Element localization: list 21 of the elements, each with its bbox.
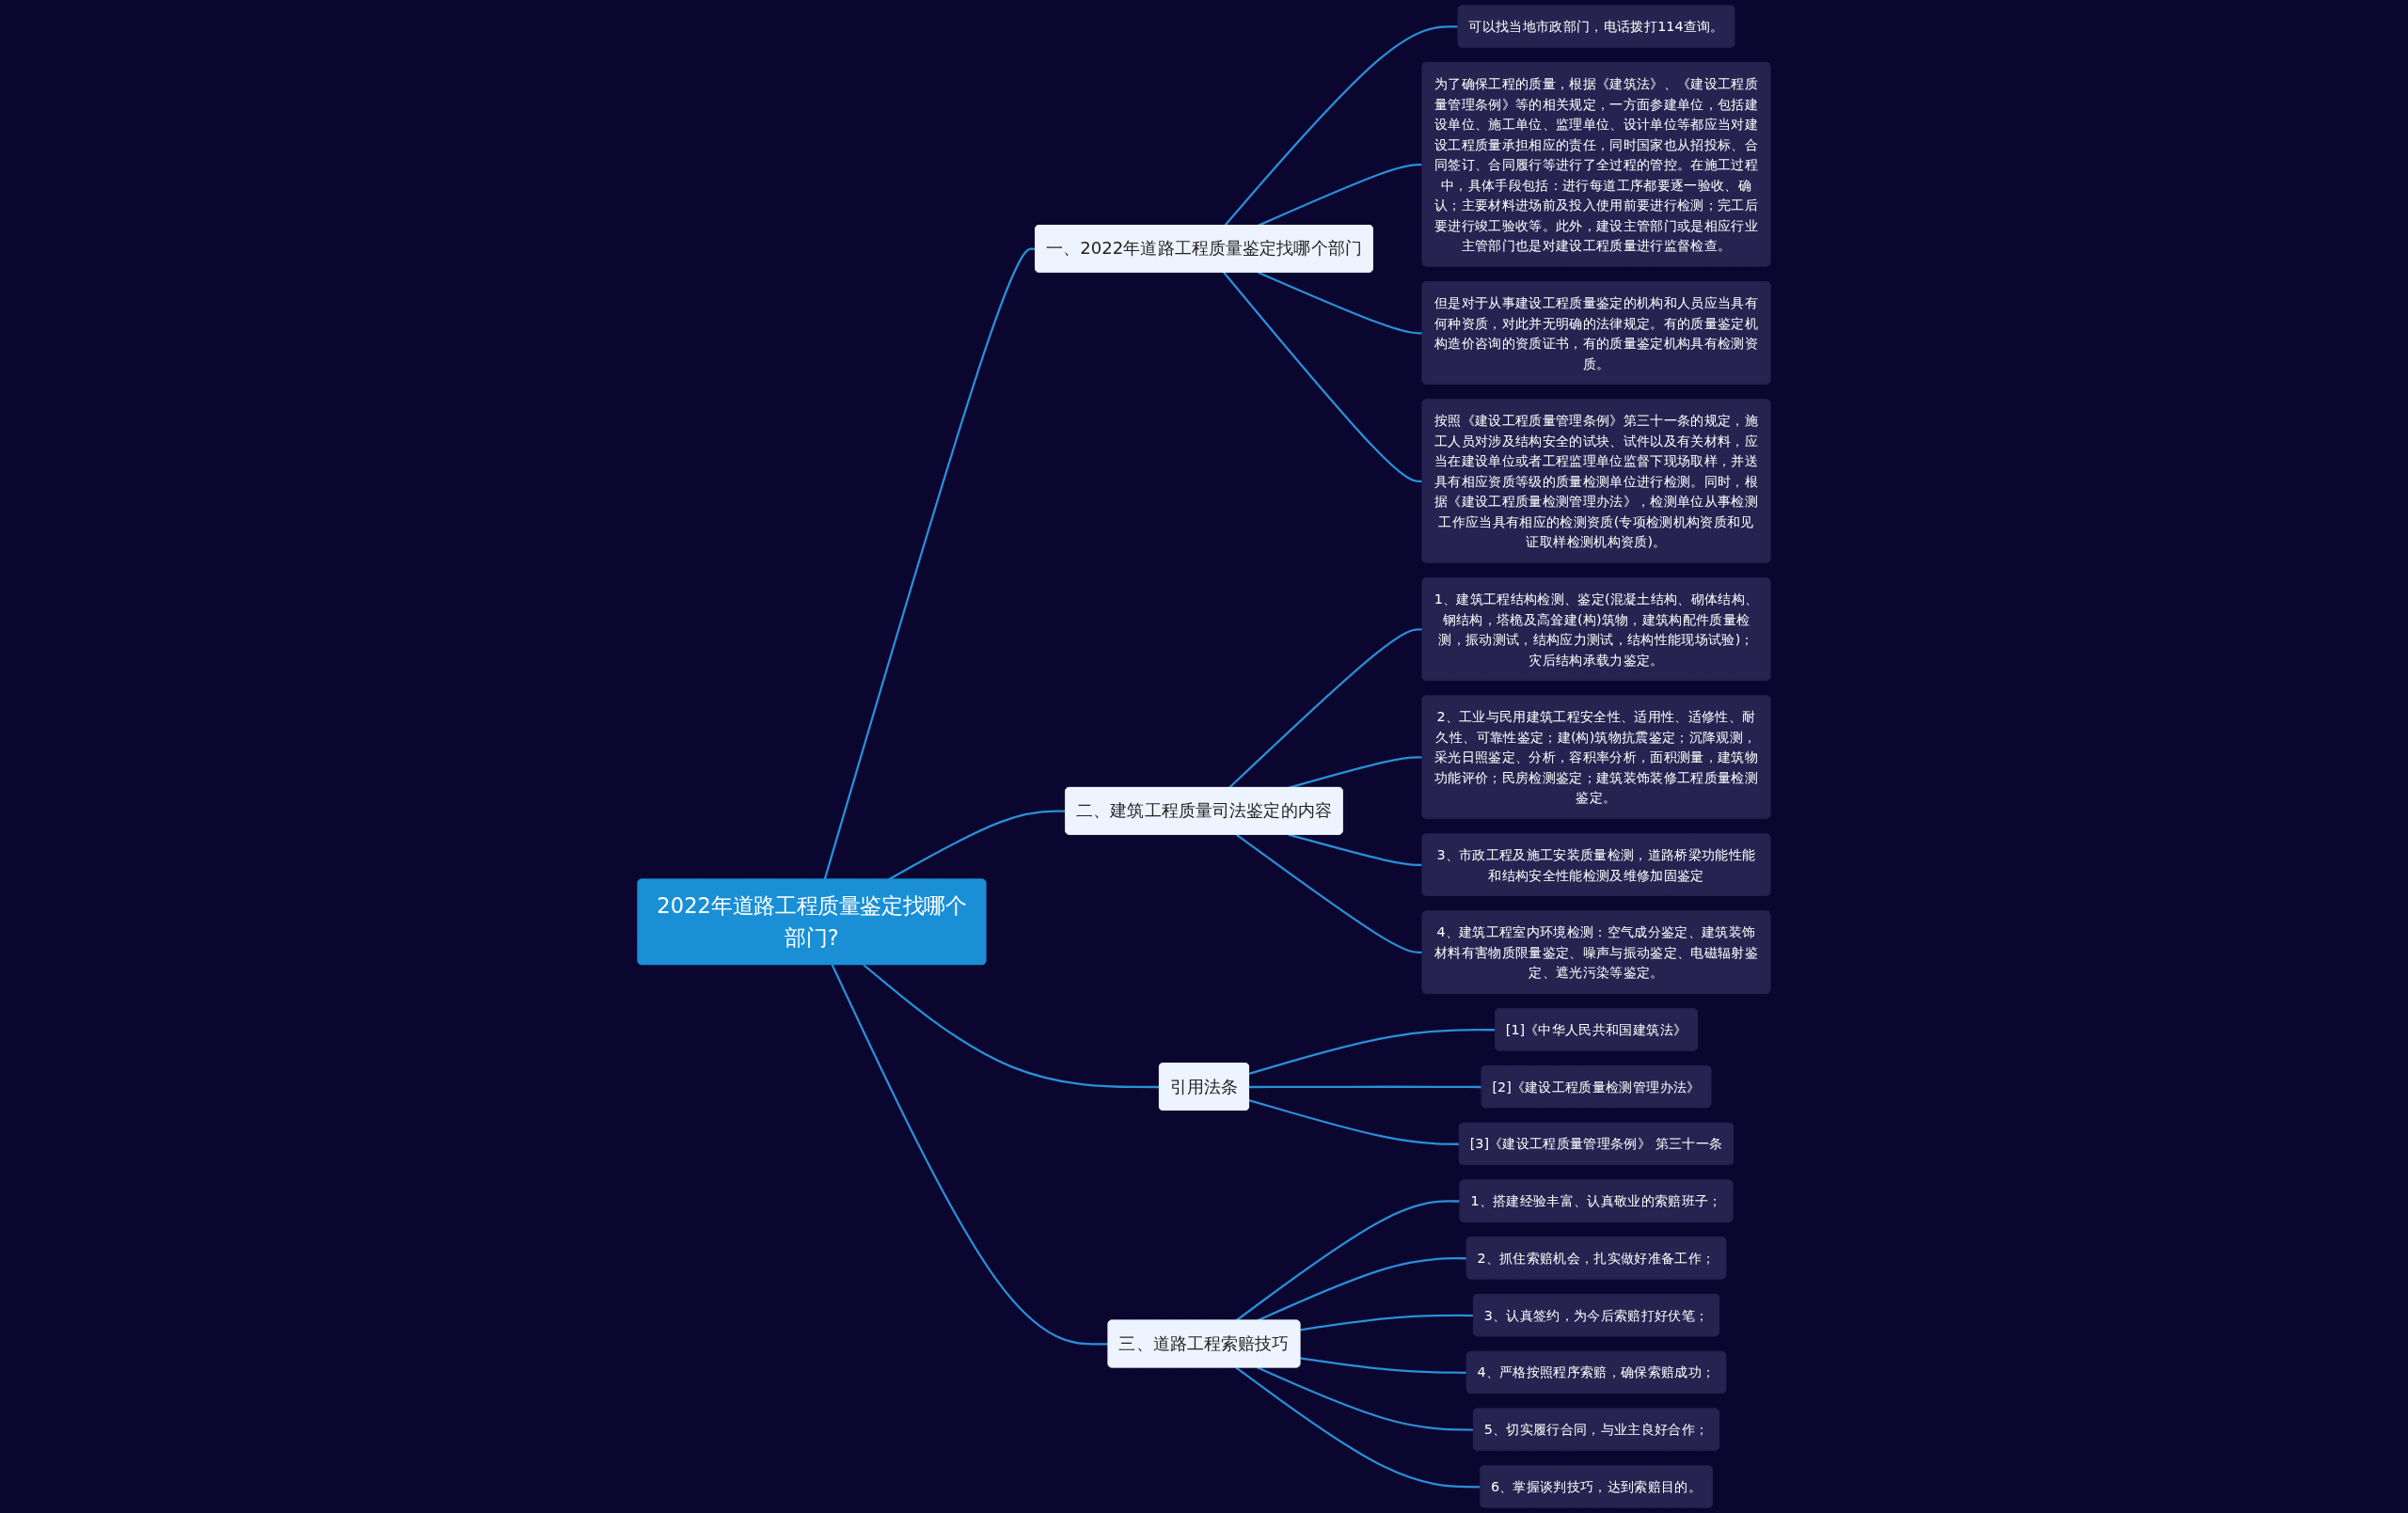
connector xyxy=(1300,1357,1467,1374)
connector xyxy=(1235,1366,1481,1489)
connector xyxy=(1248,1085,1482,1089)
connector xyxy=(1224,25,1459,227)
connector xyxy=(1258,271,1423,335)
connector xyxy=(1288,833,1423,867)
connector xyxy=(1300,1314,1474,1332)
connector xyxy=(887,810,1067,881)
connector xyxy=(1235,1200,1461,1322)
connector xyxy=(1288,756,1423,789)
connector xyxy=(1248,1098,1460,1145)
connector xyxy=(1248,1029,1496,1076)
connector xyxy=(1257,1366,1474,1431)
connector xyxy=(863,964,1160,1089)
connector xyxy=(1235,833,1423,954)
connector xyxy=(1228,628,1423,789)
connector xyxy=(1223,272,1423,482)
connector xyxy=(1257,1257,1467,1322)
connector xyxy=(823,247,1037,880)
connector xyxy=(1258,164,1423,227)
connector xyxy=(831,964,1109,1346)
